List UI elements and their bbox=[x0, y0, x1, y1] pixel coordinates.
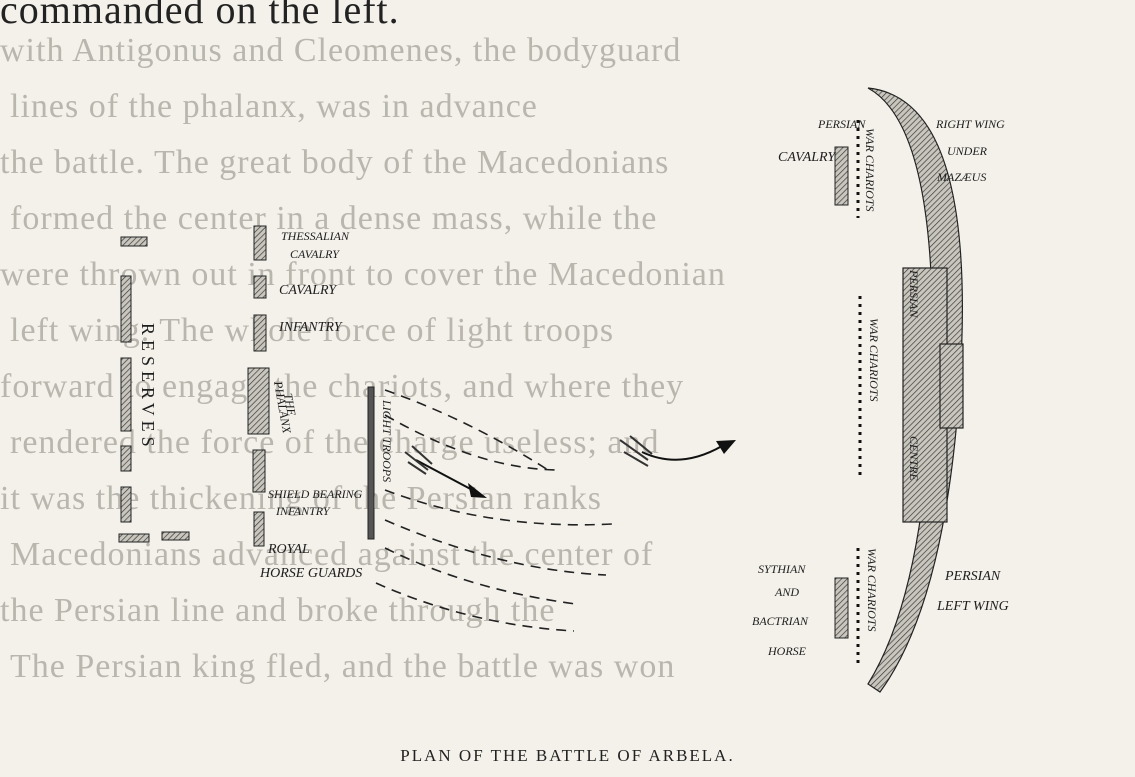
bleed-line: forward to engage the chariots, and wher… bbox=[0, 368, 685, 405]
advance-line bbox=[384, 389, 549, 471]
thessalian-label-1: THESSALIAN bbox=[281, 229, 350, 243]
persian-cavalry-label-1: PERSIAN bbox=[817, 117, 866, 131]
left-wing-label-2: LEFT WING bbox=[936, 599, 1009, 614]
persian-main-line bbox=[867, 87, 964, 693]
shield-bearing-label-2: INFANTRY bbox=[275, 504, 331, 518]
scythian-label-4: HORSE bbox=[767, 644, 807, 658]
bleed-top-line: commanded on the left. bbox=[0, 0, 400, 32]
shield-bearing-label-1: SHIELD BEARING bbox=[268, 487, 363, 501]
right-wing-label-3: MAZÆUS bbox=[936, 170, 986, 184]
war-chariots-label-left: WAR CHARIOTS bbox=[865, 548, 879, 631]
bleed-line: with Antigonus and Cleomenes, the bodygu… bbox=[0, 32, 682, 69]
macedonian-line bbox=[247, 225, 375, 547]
advance-line bbox=[384, 519, 607, 576]
reserves-blocks bbox=[118, 236, 190, 543]
advance-lines bbox=[375, 389, 613, 632]
persian-centre-label-1: PERSIAN bbox=[907, 269, 921, 318]
phalanx-block bbox=[247, 367, 270, 435]
bleed-line: the battle. The great body of the Macedo… bbox=[0, 144, 670, 181]
scythian-label-1: SYTHIAN bbox=[758, 562, 806, 576]
persian-centre-label-2: CENTRE bbox=[907, 436, 921, 481]
royal-label-2: HORSE GUARDS bbox=[259, 566, 362, 581]
war-chariots-label-centre: WAR CHARIOTS bbox=[867, 318, 881, 401]
reserve-block bbox=[120, 275, 132, 343]
reserve-block bbox=[120, 486, 132, 523]
bleed-line: it was the thickening of the Persian ran… bbox=[0, 480, 602, 517]
royal-horse-guards-block bbox=[253, 511, 265, 547]
attack-arrow-left bbox=[404, 445, 487, 498]
bleed-line: Macedonians advanced against the center … bbox=[10, 536, 654, 573]
persian-centre-projection bbox=[939, 343, 964, 429]
scythian-label-3: BACTRIAN bbox=[752, 614, 809, 628]
bleed-line: lines of the phalanx, was in advance bbox=[10, 88, 538, 125]
bleed-line: left wing. The whole force of light troo… bbox=[10, 312, 615, 349]
reserves-label: RESERVES bbox=[138, 323, 158, 452]
royal-label-1: ROYAL bbox=[267, 542, 310, 557]
advance-line bbox=[384, 489, 613, 526]
light-troops-label: LIGHT TROOPS bbox=[380, 399, 394, 482]
reserve-block bbox=[161, 531, 190, 541]
scythian-label-2: AND bbox=[774, 585, 799, 599]
bleed-line: the Persian line and broke through the bbox=[0, 592, 556, 629]
war-chariot-dots bbox=[856, 120, 862, 664]
cavalry-block bbox=[253, 275, 267, 299]
reserve-block bbox=[120, 236, 148, 247]
infantry-block bbox=[253, 314, 267, 352]
shield-bearing-block bbox=[252, 449, 266, 493]
reserve-block bbox=[120, 445, 132, 472]
war-chariots-label-right: WAR CHARIOTS bbox=[863, 128, 877, 211]
right-wing-label-2: UNDER bbox=[947, 144, 988, 158]
phalanx-label-1: THE bbox=[281, 392, 299, 417]
left-wing-label-1: PERSIAN bbox=[944, 569, 1001, 584]
thessalian-cavalry-block bbox=[253, 225, 267, 261]
advance-line bbox=[375, 582, 575, 632]
thessalian-label-2: CAVALRY bbox=[290, 247, 340, 261]
light-troops-block bbox=[367, 386, 375, 540]
advance-line bbox=[384, 414, 561, 471]
cavalry-label: CAVALRY bbox=[279, 283, 338, 298]
advance-line bbox=[384, 547, 577, 605]
persian-cavalry-label-2: CAVALRY bbox=[778, 150, 837, 165]
infantry-label: INFANTRY bbox=[278, 320, 344, 335]
reserve-block bbox=[118, 533, 150, 543]
scythian-bactrian-block bbox=[834, 577, 849, 639]
reserve-block bbox=[120, 357, 132, 432]
bleed-line: The Persian king fled, and the battle wa… bbox=[10, 648, 676, 685]
persian-cavalry-block bbox=[834, 146, 849, 206]
bleed-line: rendered the force of the charge useless… bbox=[10, 424, 660, 461]
attack-arrow-right bbox=[619, 435, 736, 467]
right-wing-label-1: RIGHT WING bbox=[935, 117, 1005, 131]
bleed-line: formed the center in a dense mass, while… bbox=[10, 200, 658, 237]
figure-caption: PLAN OF THE BATTLE OF ARBELA. bbox=[400, 746, 735, 765]
